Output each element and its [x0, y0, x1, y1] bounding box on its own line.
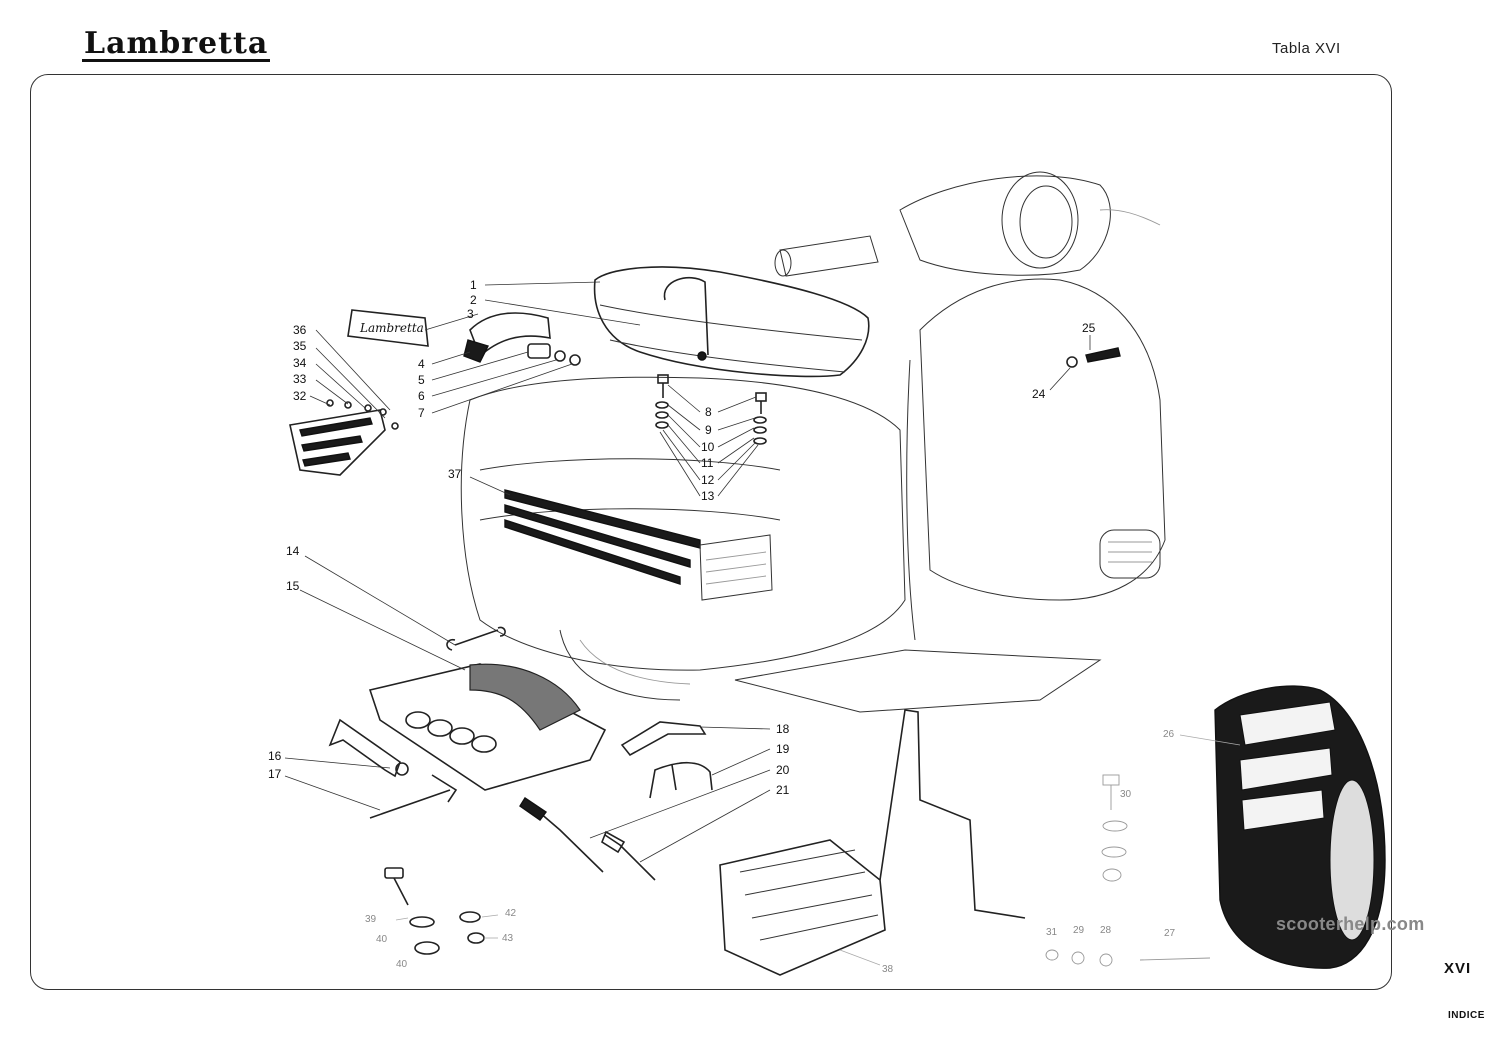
- leg-shield-badge: [1066, 347, 1121, 368]
- callout-16: 16: [268, 749, 282, 763]
- callout-36: 36: [293, 323, 307, 337]
- callout-17: 17: [268, 767, 282, 781]
- brand-logo: Lambretta: [82, 26, 271, 62]
- callout-9: 9: [705, 423, 712, 437]
- spare-wheel-cover: [1214, 685, 1386, 969]
- tool-retainer-bar: [649, 761, 713, 799]
- scooter-body-outline: [460, 171, 1166, 713]
- callout-29: 29: [1073, 925, 1085, 936]
- callout-39: 39: [365, 914, 377, 925]
- bolt-stack-right: [753, 392, 767, 445]
- callout-19: 19: [776, 742, 790, 756]
- leader-lines: [284, 281, 1241, 966]
- callout-32: 32: [293, 389, 307, 403]
- callout-26: 26: [1163, 729, 1175, 740]
- dual-seat: [593, 266, 870, 378]
- rack-bolt-set: [384, 867, 485, 955]
- callout-24: 24: [1032, 387, 1046, 401]
- callout-2: 2: [470, 293, 477, 307]
- callout-labels: 1 2 3 4 5 6 7 8 9 10 11 12 13 14 15 16 1…: [268, 278, 1176, 975]
- callout-33: 33: [293, 372, 307, 386]
- callout-10: 10: [701, 440, 715, 454]
- plate-label: Tabla XVI: [1272, 40, 1341, 57]
- seat-hinge-parts: Lambretta: [347, 309, 581, 366]
- callout-21: 21: [776, 783, 790, 797]
- callout-25: 25: [1082, 321, 1096, 335]
- callout-11: 11: [701, 456, 714, 470]
- callout-40-lower: 40: [396, 959, 408, 970]
- callout-14: 14: [286, 544, 300, 558]
- bolt-stack-left: [655, 374, 669, 429]
- callout-12: 12: [701, 473, 715, 487]
- lambretta-script-badge-icon: Lambretta: [359, 321, 424, 335]
- rear-grille-plate: [289, 399, 399, 476]
- callout-34: 34: [293, 356, 307, 370]
- index-link[interactable]: INDICE: [1448, 1010, 1485, 1021]
- callout-5: 5: [418, 373, 425, 387]
- callout-4: 4: [418, 357, 425, 371]
- callout-28: 28: [1100, 925, 1112, 936]
- callout-15: 15: [286, 579, 300, 593]
- callout-38: 38: [882, 964, 894, 975]
- callout-1: 1: [470, 278, 477, 292]
- spare-wheel-bolt-set: [1045, 774, 1211, 967]
- box-spanner: [328, 718, 409, 778]
- callout-31: 31: [1046, 927, 1058, 938]
- plate-number: XVI: [1444, 960, 1472, 977]
- callout-13: 13: [701, 489, 715, 503]
- callout-6: 6: [418, 389, 425, 403]
- callout-20: 20: [776, 763, 790, 777]
- callout-3: 3: [467, 307, 474, 321]
- diagram-frame: [30, 74, 1392, 990]
- callout-40-upper: 40: [376, 934, 388, 945]
- luggage-rack: [719, 709, 1026, 976]
- callout-7: 7: [418, 406, 425, 420]
- tommy-bar: [369, 774, 458, 819]
- tool-roll: [368, 663, 607, 791]
- watermark: scooterhelp.com: [1276, 914, 1425, 934]
- callout-30: 30: [1120, 789, 1132, 800]
- callout-27: 27: [1164, 928, 1176, 939]
- screwdriver-1: [519, 797, 604, 873]
- spanner-small: [446, 626, 506, 651]
- callout-8: 8: [705, 405, 712, 419]
- callout-18: 18: [776, 722, 790, 736]
- screwdriver-2: [601, 830, 656, 881]
- tool-clip: [620, 721, 707, 757]
- callout-43: 43: [502, 933, 514, 944]
- callout-37: 37: [448, 467, 462, 481]
- callout-35: 35: [293, 339, 307, 353]
- callout-42: 42: [505, 908, 517, 919]
